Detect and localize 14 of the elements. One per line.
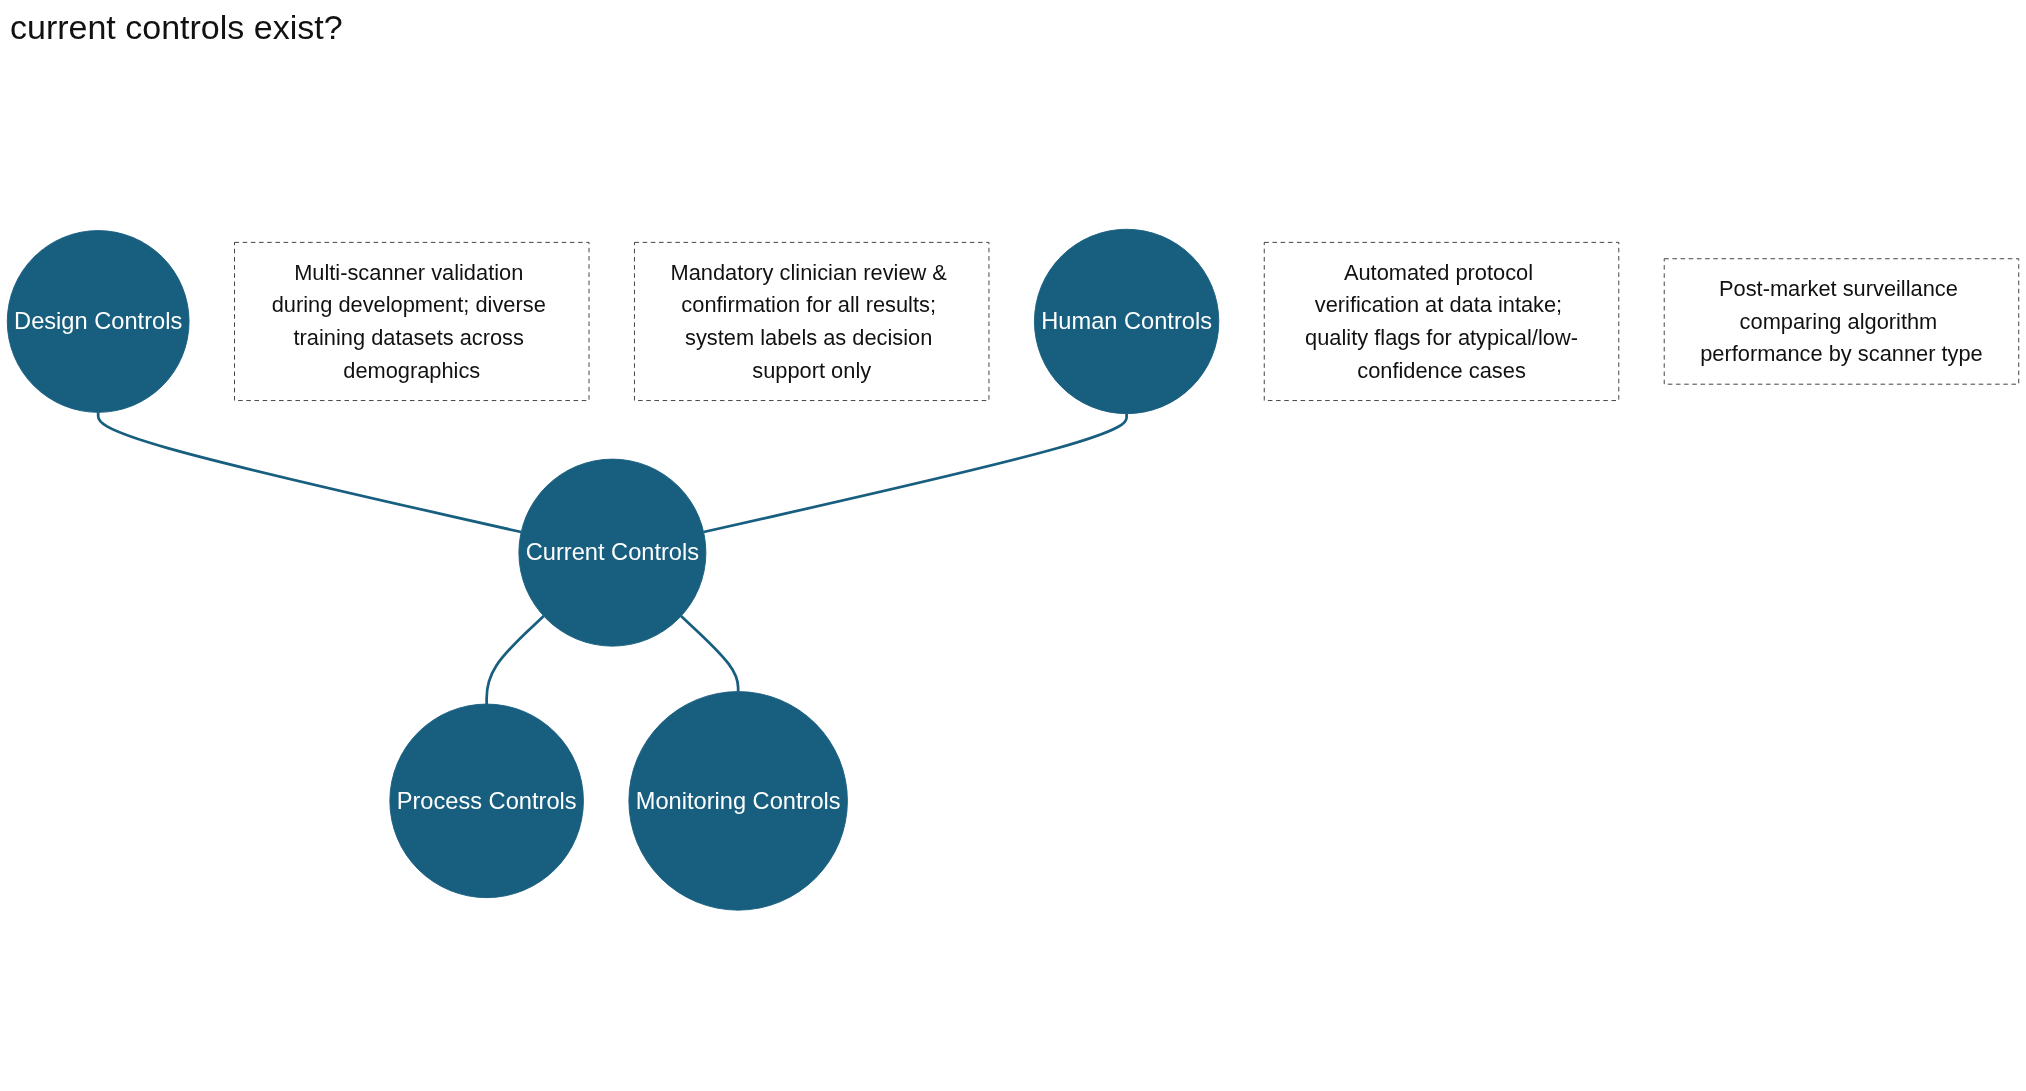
connector	[680, 615, 740, 692]
node-box: Automated protocol verification at data intake; quality flags for atypical/low-confidence cases	[1263, 242, 1620, 402]
node-box: Post-market surveillance comparing algorithm performance by scanner type	[1663, 258, 2020, 385]
node-circle: Current Controls	[518, 458, 707, 647]
connector	[96, 412, 522, 534]
node-circle: Human Controls	[1033, 229, 1220, 415]
connector	[703, 413, 1128, 534]
node-circle: Monitoring Controls	[628, 691, 848, 911]
node-circle: Process Controls	[389, 703, 584, 899]
title: current controls exist?	[10, 8, 343, 47]
node-circle: Design Controls	[6, 230, 190, 414]
node-box: Multi-scanner validation during development; diverse training datasets across demographics	[234, 242, 590, 402]
node-box: Mandatory clinician review & confirmation for all results; system labels as decision support only	[634, 242, 990, 402]
connector	[485, 615, 545, 705]
